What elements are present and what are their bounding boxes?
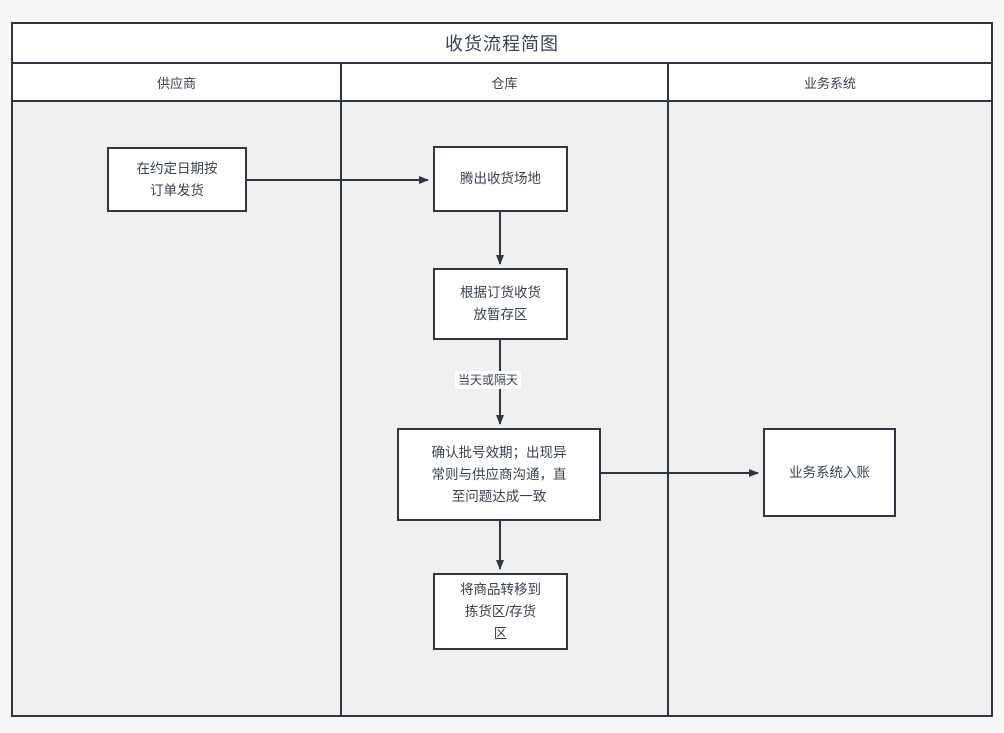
edge-label-text: 当天或隔天: [458, 373, 519, 387]
lane-body-business-system: [669, 102, 991, 715]
lane-header-supplier-label: 供应商: [156, 75, 196, 91]
node-business-system-posting[interactable]: 业务系统入账: [763, 428, 896, 517]
node-receive-to-staging[interactable]: 根据订货收货放暂存区: [433, 268, 568, 340]
page-title: 收货流程简图: [445, 34, 559, 54]
diagram-title-bar: 收货流程简图: [13, 24, 991, 64]
lane-header-business-system: 业务系统: [669, 64, 991, 100]
node-label: 将商品转移到拣货区/存货区: [460, 581, 541, 641]
node-label: 业务系统入账: [789, 464, 870, 480]
node-clear-receiving-area[interactable]: 腾出收货场地: [433, 146, 568, 212]
lane-header-business-system-label: 业务系统: [803, 75, 856, 91]
node-label: 根据订货收货放暂存区: [460, 285, 541, 322]
lane-header-warehouse: 仓库: [342, 64, 669, 100]
node-label: 在约定日期按订单发货: [136, 160, 218, 198]
lane-body-supplier: [13, 102, 342, 715]
node-move-goods-to-pick-storage[interactable]: 将商品转移到拣货区/存货区: [433, 573, 568, 650]
node-supplier-ship-on-date[interactable]: 在约定日期按订单发货: [107, 147, 247, 212]
node-verify-batch-expiry[interactable]: 确认批号效期；出现异常则与供应商沟通，直至问题达成一致: [397, 428, 601, 521]
lane-header-row: 供应商 仓库 业务系统: [13, 64, 991, 102]
edge-label-same-or-next-day: 当天或隔天: [455, 371, 522, 389]
lane-header-warehouse-label: 仓库: [491, 75, 518, 91]
node-label: 腾出收货场地: [460, 171, 541, 186]
node-label: 确认批号效期；出现异常则与供应商沟通，直至问题达成一致: [431, 444, 567, 504]
lane-header-supplier: 供应商: [13, 64, 342, 100]
lane-body-warehouse: [342, 102, 669, 715]
